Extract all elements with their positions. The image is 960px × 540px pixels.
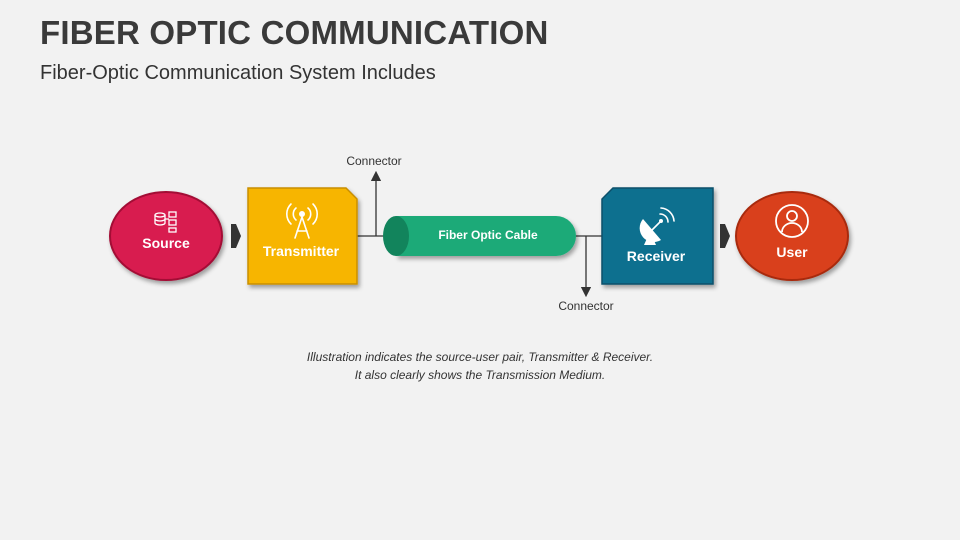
user-label: User (776, 244, 808, 260)
radio-tower-icon (286, 203, 318, 239)
database-network-icon (154, 211, 177, 233)
cable-node: Fiber Optic Cable (383, 216, 576, 256)
arrow-receiver-to-user (720, 224, 730, 248)
source-shape (109, 191, 223, 281)
caption-line-2: It also clearly shows the Transmission M… (354, 368, 606, 382)
connector-bottom-label: Connector (558, 299, 613, 313)
cylinder-icon (383, 216, 409, 256)
satellite-dish-icon (639, 207, 675, 245)
source-node: Source (109, 191, 223, 281)
arrow-source-to-transmitter (231, 224, 241, 248)
source-label: Source (142, 235, 190, 251)
transmitter-shape (247, 187, 358, 285)
transmitter-label: Transmitter (263, 243, 340, 259)
transmitter-node: Transmitter (247, 187, 358, 285)
receiver-label: Receiver (627, 248, 686, 264)
connector-top-label: Connector (346, 154, 401, 168)
caption-line-1: Illustration indicates the source-user p… (306, 350, 654, 364)
user-node: User (735, 191, 849, 281)
receiver-node: Receiver (601, 187, 714, 285)
user-shape (735, 191, 849, 281)
page-title: FIBER OPTIC COMMUNICATION (40, 14, 549, 51)
caption: Illustration indicates the source-user p… (0, 348, 960, 384)
page-subtitle: Fiber-Optic Communication System Include… (40, 62, 436, 84)
cable-body (396, 216, 576, 256)
user-icon (775, 204, 809, 238)
cable-label: Fiber Optic Cable (438, 228, 538, 242)
